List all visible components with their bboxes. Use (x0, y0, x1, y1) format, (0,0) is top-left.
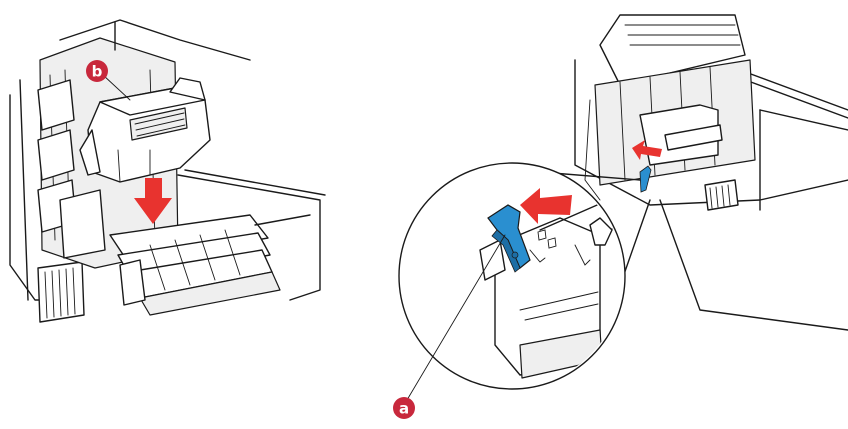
vent-grille (37, 261, 85, 323)
callout-b-circle (86, 60, 108, 82)
insertion-arrow-icon (520, 188, 572, 224)
printer-outline (574, 59, 848, 206)
callout-b-label: b (92, 63, 103, 81)
leader-b (102, 74, 131, 101)
printer-right-body (177, 174, 321, 301)
leader-a (406, 234, 506, 401)
left-wall-slots (37, 79, 106, 259)
insertion-arrow-small-icon (632, 140, 662, 160)
down-arrow-icon (134, 178, 172, 224)
callout-a-circle (393, 397, 415, 419)
right-illustration (574, 14, 848, 331)
top-cover-edge (59, 19, 251, 61)
fuser-unit (79, 77, 211, 183)
left-illustration: b (9, 19, 326, 323)
magnified-detail (398, 162, 651, 401)
callout-b: b (86, 60, 108, 82)
printer-side-inner (19, 79, 29, 301)
rear-rollers (704, 179, 739, 211)
open-top-cover (599, 14, 746, 86)
image-drums (109, 214, 281, 316)
lock-lever-small-icon (639, 165, 652, 193)
lock-lever-icon (487, 204, 531, 273)
printer-front-base (659, 199, 848, 331)
callout-a: a (393, 397, 415, 419)
callout-a-label: a (399, 400, 409, 418)
